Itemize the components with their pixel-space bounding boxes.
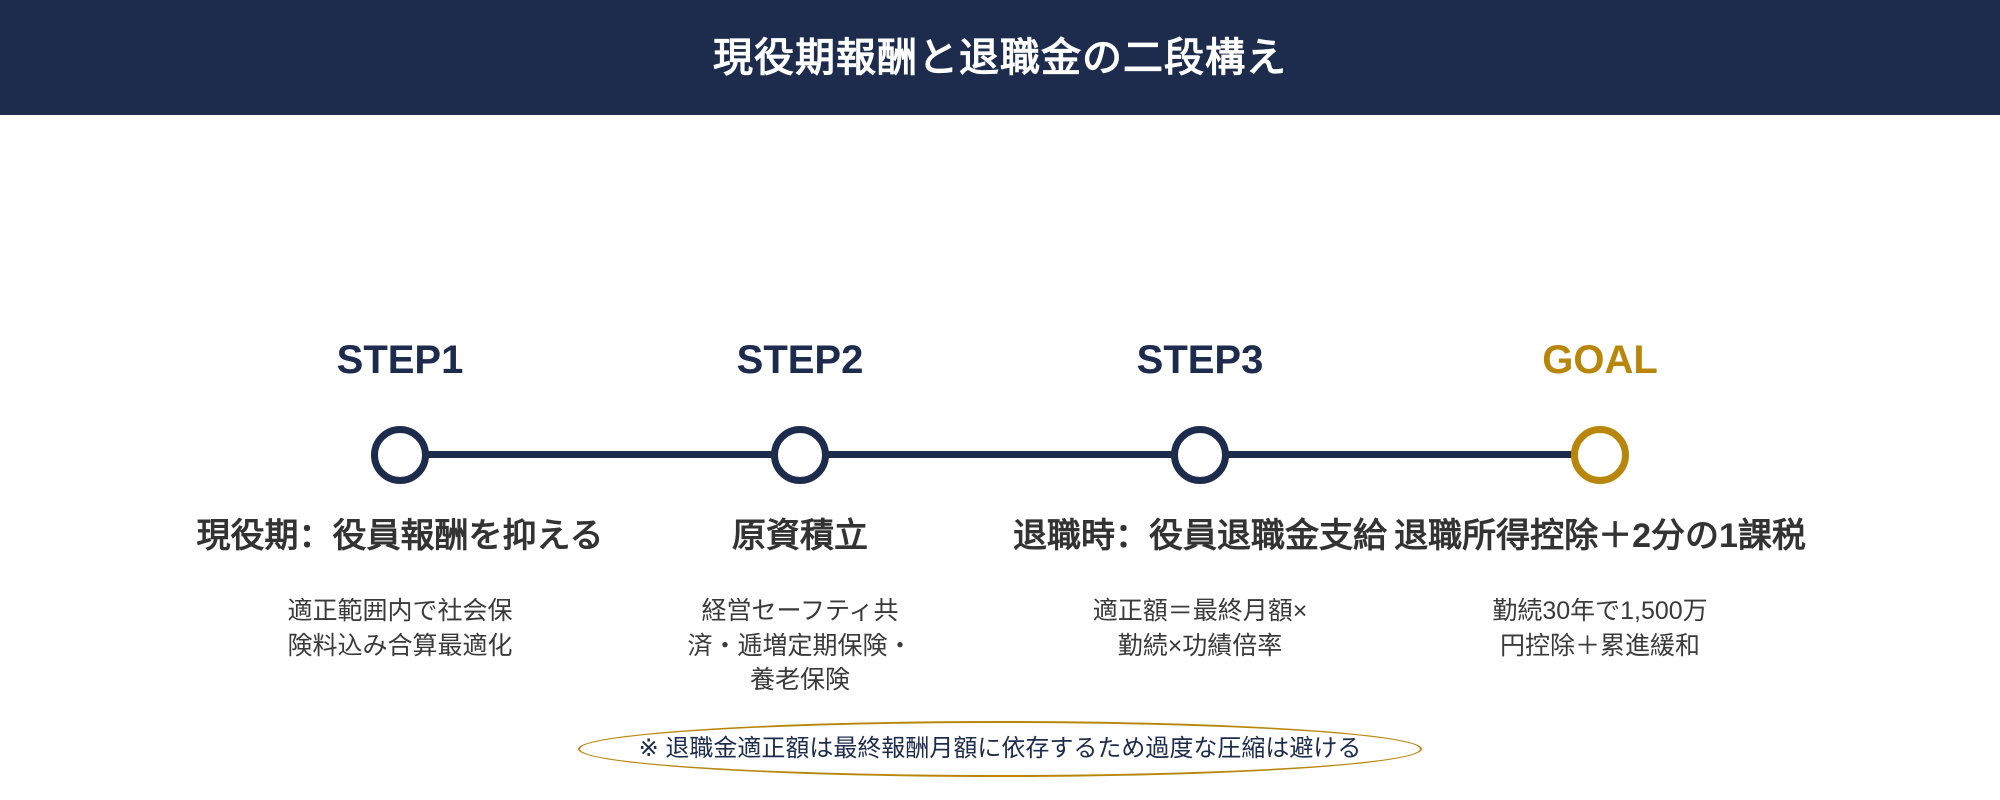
timeline-axis-line [400,451,1600,458]
node-title-step2: 原資積立 [732,517,868,555]
circle-outline-icon[interactable] [371,426,429,484]
step-label-goal: GOAL [1542,338,1658,382]
node-title-goal: 退職所得控除＋2分の1課税 [1394,517,1806,555]
step-label-step3: STEP3 [1136,338,1264,382]
footnote: ※ 退職金適正額は最終報酬月額に依存するため過度な圧縮は避ける [578,721,1422,777]
node-description-step1: 適正範囲内で社会保険料込み合算最適化 [287,597,513,660]
step-label-step2: STEP2 [736,338,864,382]
page-title: 現役期報酬と退職金の二段構え [713,35,1287,80]
footnote-text: ※ 退職金適正額は最終報酬月額に依存するため過度な圧縮は避ける [638,735,1362,762]
node-title-step1: 現役期：役員報酬を抑える [196,517,604,555]
circle-outline-icon[interactable] [771,426,829,484]
node-title-step3: 退職時：役員退職金支給 [1013,517,1387,555]
footnote-ellipse-outline [578,721,1422,777]
node-description-step3: 適正額＝最終月額×勤続×功績倍率 [1092,597,1308,660]
node-description-goal: 勤続30年で1,500万円控除＋累進緩和 [1492,597,1708,660]
step-label-step1: STEP1 [336,338,464,382]
node-description-step2: 経営セーフティ共済・逓増定期保険・養老保険 [687,597,913,694]
circle-outline-icon[interactable] [1571,426,1629,484]
circle-outline-icon[interactable] [1171,426,1229,484]
header-bar: 現役期報酬と退職金の二段構え [0,0,2000,115]
timeline: STEP1 現役期：役員報酬を抑える 適正範囲内で社会保険料込み合算最適化 ST… [0,115,2000,800]
